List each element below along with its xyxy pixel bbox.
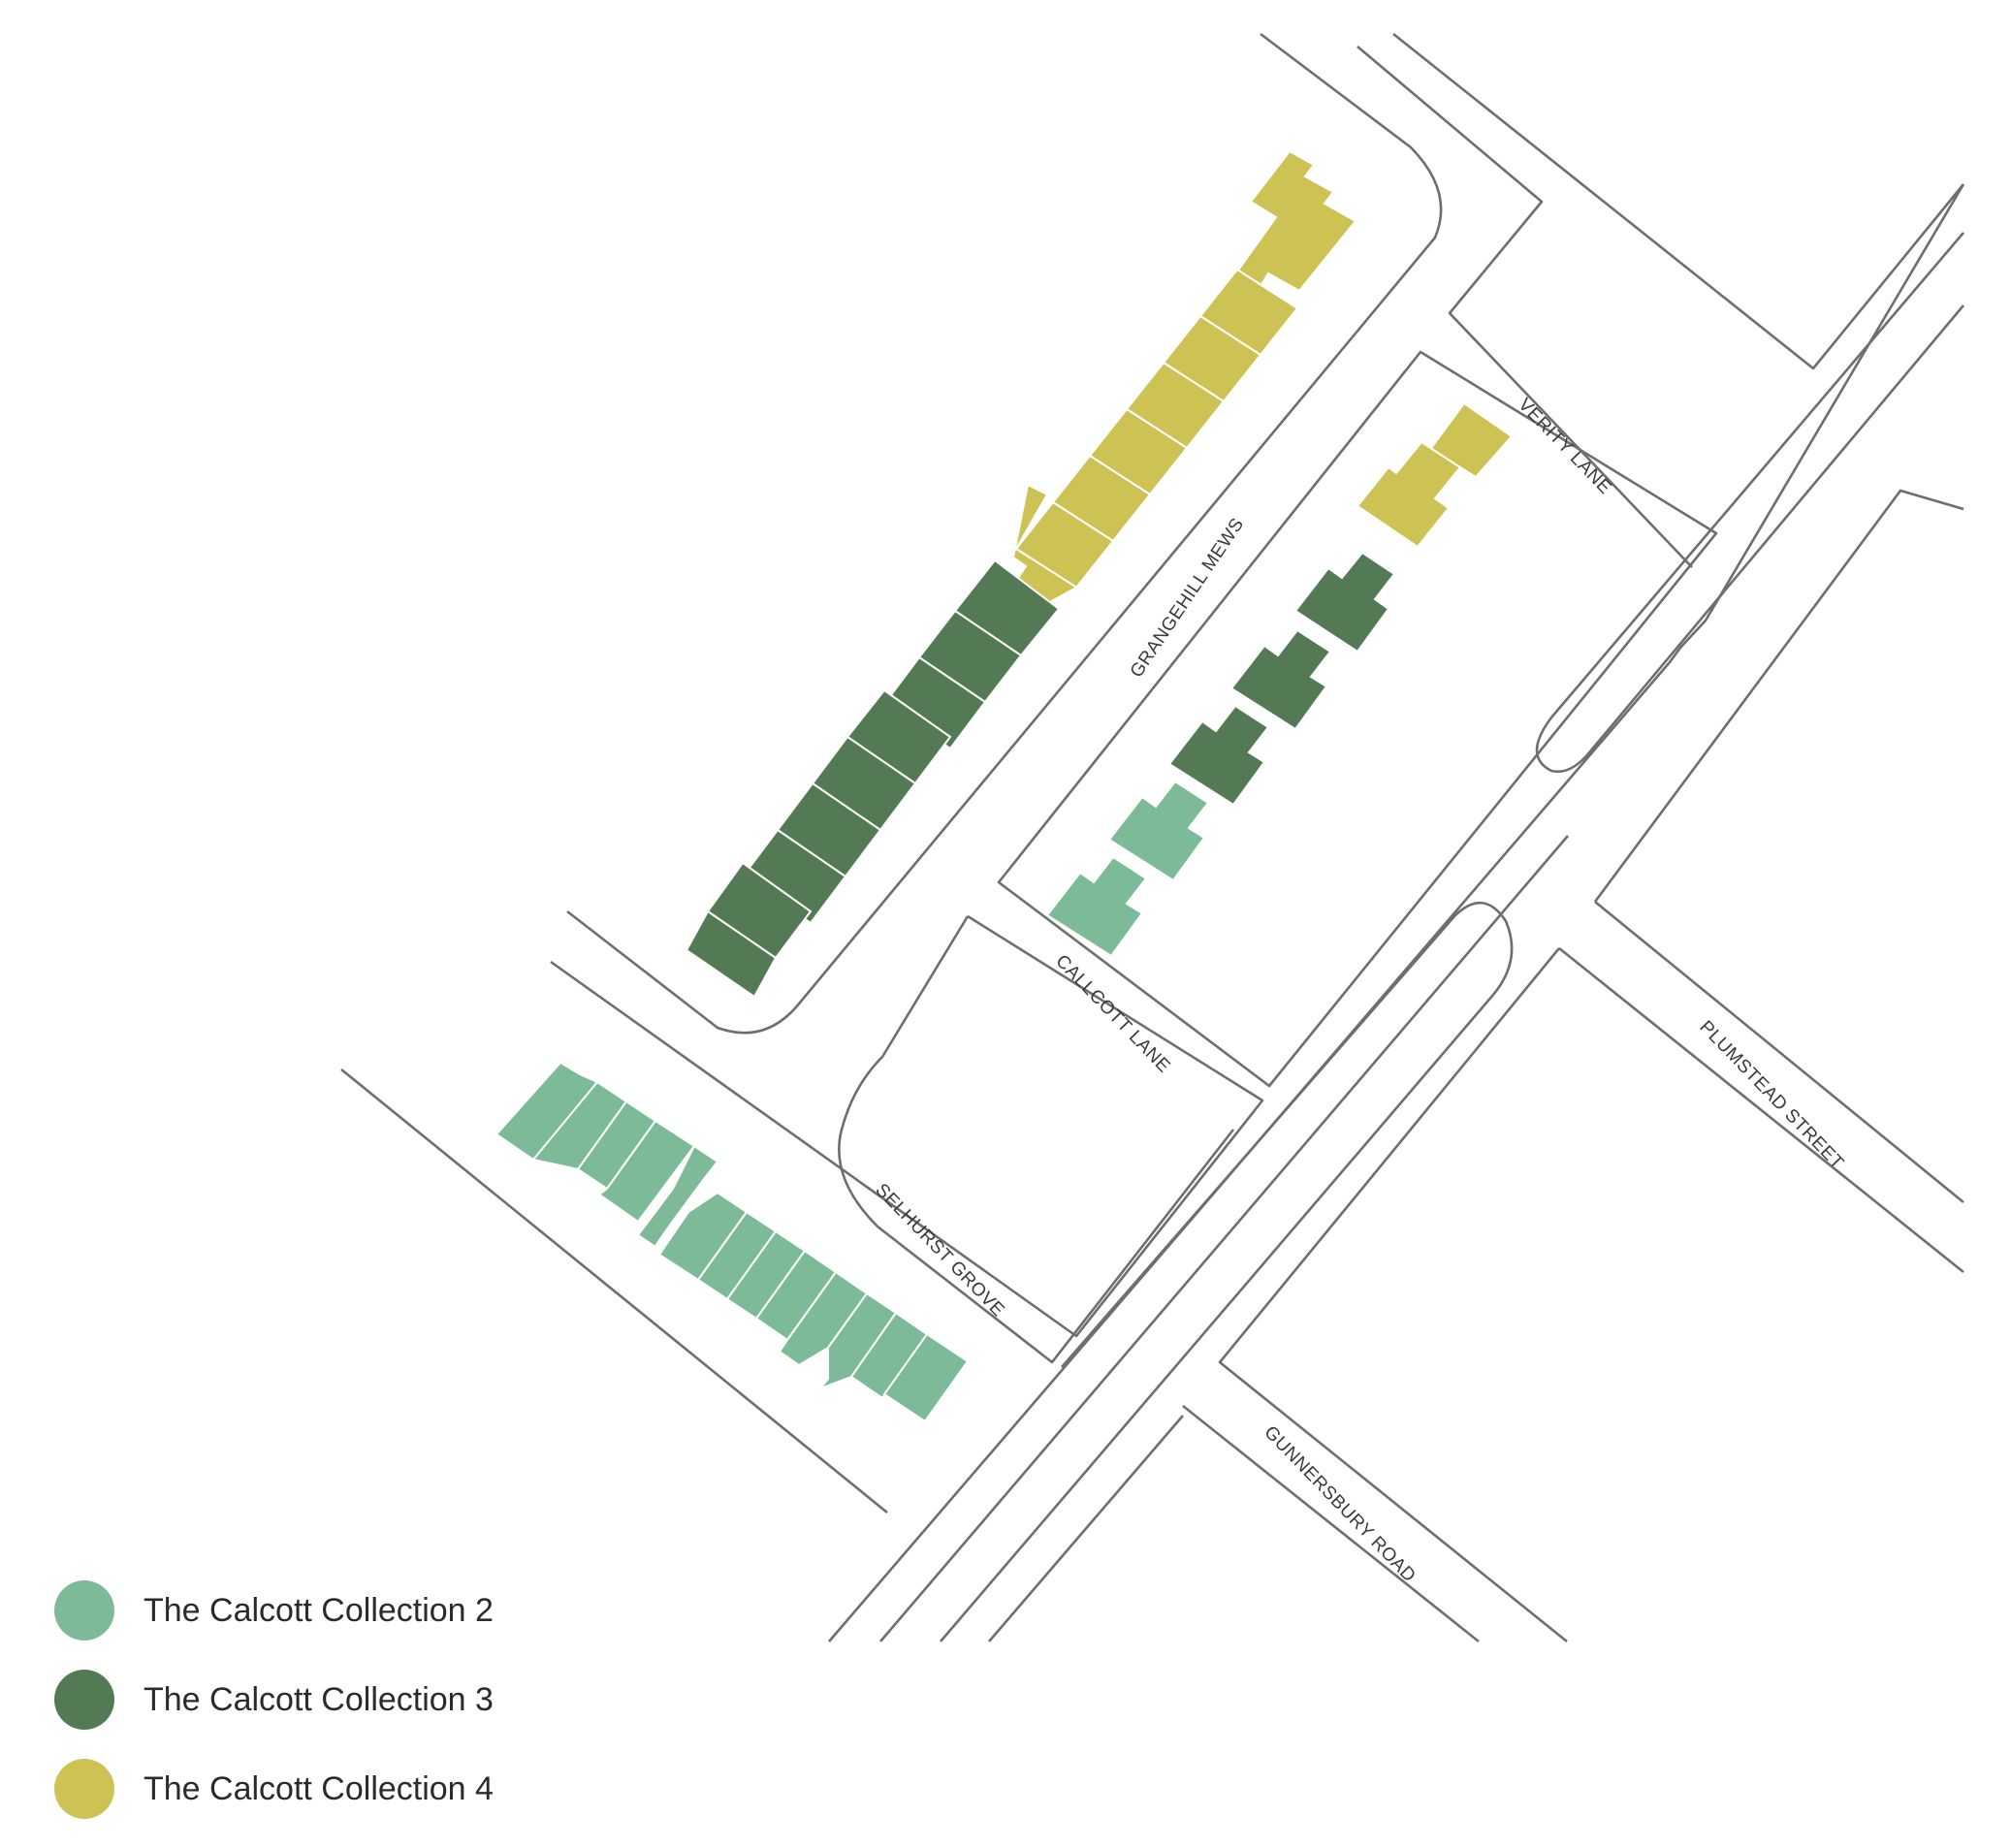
legend-label-collection-3: The Calcott Collection 3 [144, 1680, 494, 1718]
grangehill-mews-west [566, 32, 1443, 1035]
west-road [340, 1067, 888, 1514]
street-label-plumstead-street: PLUMSTEAD STREET [1695, 1017, 1847, 1174]
street-label-callcott-lane: CALLCOTT LANE [1051, 951, 1173, 1077]
selhurst-inner [838, 915, 1235, 1364]
legend-item-collection-4: The Calcott Collection 4 [54, 1759, 494, 1819]
legend-label-collection-2: The Calcott Collection 2 [144, 1591, 494, 1629]
legend-swatch-collection-2 [54, 1580, 114, 1641]
legend-item-collection-3: The Calcott Collection 3 [54, 1670, 494, 1730]
plot-c3-12 [1167, 704, 1270, 807]
collection-4-north-terrace [1006, 149, 1357, 611]
legend-label-collection-4: The Calcott Collection 4 [144, 1769, 494, 1807]
plot-c2-6 [597, 1119, 696, 1224]
legend-item-collection-2: The Calcott Collection 2 [54, 1580, 494, 1641]
plot-c3-9 [685, 909, 778, 999]
collection-3-east-row [1167, 551, 1396, 807]
collection-3-north-terrace [685, 558, 1061, 999]
selhurst-block [550, 914, 1264, 1338]
plumstead-south [1558, 946, 1964, 1274]
east-road-edge [1593, 489, 1964, 903]
main-road-edge-2 [879, 835, 1569, 1642]
legend-swatch-collection-3 [54, 1670, 114, 1730]
plot-c3-10 [1293, 551, 1396, 653]
street-label-selhurst-grove: SELHURST GROVE [871, 1180, 1007, 1321]
collection-2-south-terrace [495, 1061, 970, 1423]
plot-c2-8 [657, 1191, 749, 1282]
plot-c2-1 [1107, 780, 1210, 882]
collection-4-east-terrace [1356, 401, 1514, 549]
main-road-edge-3 [940, 901, 1514, 1642]
plot-c2-7 [636, 1144, 719, 1249]
legend-swatch-collection-4 [54, 1759, 114, 1819]
street-label-grangehill-mews: GRANGEHILL MEWS [1127, 514, 1249, 681]
plot-c2-15 [882, 1332, 970, 1423]
street-label-verity-lane: VERITY LANE [1514, 395, 1615, 498]
plumstead-west [1218, 947, 1568, 1643]
roads [340, 32, 1965, 1643]
median-north [1535, 232, 1964, 774]
main-road-edge-4 [988, 1415, 1184, 1642]
plot-c3-3 [882, 655, 987, 750]
plot-c2-14 [849, 1311, 929, 1400]
legend: The Calcott Collection 2 The Calcott Col… [54, 1580, 494, 1848]
plot-c2-2 [1045, 855, 1148, 958]
gunnersbury-west [1182, 1404, 1480, 1643]
plot-c4-10 [1356, 440, 1462, 549]
inner-block [997, 350, 1718, 1088]
grangehill-mews-east [1357, 46, 1693, 568]
collection-2-east-row [1045, 780, 1210, 958]
plot-c3-7 [741, 828, 847, 925]
main-road-edge-1 [828, 183, 1965, 1642]
plot-c3-11 [1229, 628, 1332, 731]
plot-c4-1 [1235, 149, 1357, 293]
plumstead-block [1594, 900, 1964, 1204]
verity-block [1392, 32, 1965, 370]
